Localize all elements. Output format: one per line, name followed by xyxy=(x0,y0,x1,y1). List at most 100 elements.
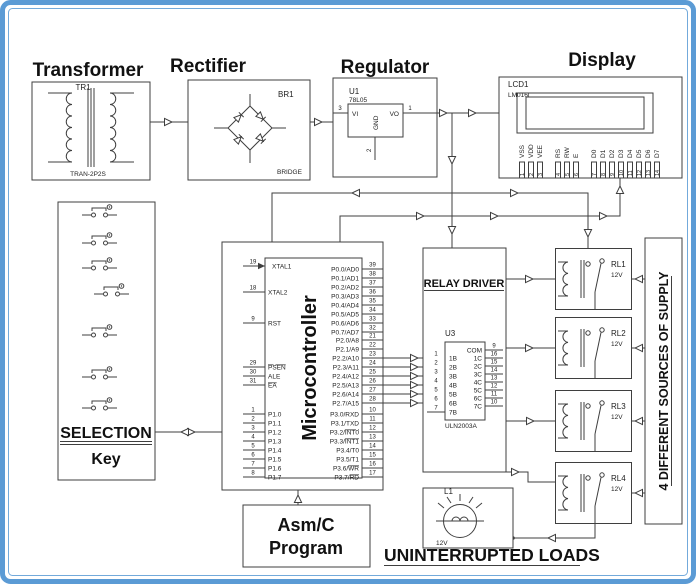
wire-mcu-rl1 xyxy=(271,192,589,248)
lcd-pin-number: 5 xyxy=(565,173,571,176)
lamp-ref: L1 xyxy=(444,487,453,496)
pin-label: 1B xyxy=(449,356,457,363)
pin-number: 27 xyxy=(369,388,376,394)
lcd-screen-inner xyxy=(525,96,645,130)
pin-label: P2.4/A12 xyxy=(332,374,359,381)
pin-label: 1C xyxy=(474,356,483,363)
lcd-pin-number: 6 xyxy=(574,173,580,176)
pin-number: 1 xyxy=(434,352,438,358)
microcontroller-block: Microcontroller 19 18 9 29 30 31 1 2 3 4… xyxy=(221,241,384,491)
relay-driver-box xyxy=(422,247,507,473)
uln-ref: U3 xyxy=(445,329,456,338)
lcd-box xyxy=(498,76,683,179)
regulator-pin-vi: VI xyxy=(352,111,358,118)
pin-number: 38 xyxy=(369,272,376,278)
asm-program-block: Asm/C Program xyxy=(242,504,371,568)
supply-box xyxy=(644,237,683,525)
rectifier-block: Rectifier BR1 BRIDGE xyxy=(170,56,311,181)
pin-number: 12 xyxy=(491,384,498,390)
pin-number: 11 xyxy=(491,392,498,398)
pin-label: P1.4 xyxy=(268,448,282,455)
microcontroller-right-pins: 39 38 37 36 35 34 33 32 21 22 23 24 25 2… xyxy=(330,263,383,482)
pin-label: ALE xyxy=(268,374,281,381)
pin-label: P1.2 xyxy=(268,430,282,437)
pin-number: 11 xyxy=(369,417,376,423)
display-title: Display xyxy=(568,50,636,71)
lcd-pin-label: D4 xyxy=(627,149,634,158)
pin-label: 5B xyxy=(449,392,457,399)
relay-voltage: 12V xyxy=(611,272,623,279)
pin-label: P2.2/A10 xyxy=(332,356,359,363)
pin-label: 5C xyxy=(474,388,483,395)
pin-number: 29 xyxy=(250,361,257,367)
lcd-pin-label: D5 xyxy=(636,149,643,158)
pin-number: 9 xyxy=(251,317,255,323)
pin-number: 4 xyxy=(251,435,255,441)
lcd-pin-label: RS xyxy=(555,148,562,158)
pin-number: 15 xyxy=(491,360,498,366)
pin-label: P2.6/A14 xyxy=(332,392,359,399)
microcontroller-left-pins: 19 18 9 29 30 31 1 2 3 4 5 6 7 8 XTAL1 X… xyxy=(243,260,292,482)
rectifier-ref: BR1 xyxy=(278,90,294,99)
lcd-pin-number: 10 xyxy=(619,170,625,176)
pin-label: P2.1/A9 xyxy=(336,347,360,354)
pin-label: P2.5/A13 xyxy=(332,383,359,390)
lcd-pin-label: D3 xyxy=(618,149,625,158)
pin-label: P3.6/WR xyxy=(333,466,359,473)
pin-label: P3.2/INT0 xyxy=(330,430,360,437)
supply-label: 4 DIFFERENT SOURCES OF SUPPLY xyxy=(657,271,671,491)
pin-label: 3B xyxy=(449,374,457,381)
uln-pins: 1 2 3 4 5 6 7 1B 2B 3B 4B 5B 6B 7B 9 16 … xyxy=(427,344,503,417)
pin-number: 31 xyxy=(250,379,257,385)
wire-rl4-lamp xyxy=(513,524,596,539)
regulator-part: 78L05 xyxy=(349,97,367,104)
pin-label: P3.4/T0 xyxy=(336,448,359,455)
key-label: Key xyxy=(91,451,120,468)
lcd-pin-label: VEE xyxy=(537,144,544,158)
relay-ref: RL1 xyxy=(611,260,626,269)
lcd-pins: VSS VDD VEE RS RW E D0 D1 D2 D3 D4 D5 D6… xyxy=(519,144,661,179)
transformer-symbol xyxy=(48,88,134,167)
asm-program-box xyxy=(242,504,371,568)
relay-ref: RL2 xyxy=(611,329,626,338)
pin-number: 37 xyxy=(369,281,376,287)
pin-label: 2B xyxy=(449,365,457,372)
pin-label: P3.1/TXD xyxy=(331,421,359,428)
pin-number: 10 xyxy=(369,408,376,414)
rectifier-part: BRIDGE xyxy=(277,169,303,176)
lcd-part: LM016L xyxy=(508,92,532,99)
pin-label: P1.5 xyxy=(268,457,282,464)
uln-part: ULN2003A xyxy=(445,423,477,430)
relay-driver-title: RELAY DRIVER xyxy=(424,278,505,290)
lcd-pin-label: VDD xyxy=(528,144,535,158)
pin-label: 6C xyxy=(474,396,483,403)
pin-label: P0.6/AD6 xyxy=(331,321,359,328)
pin-label: P1.0 xyxy=(268,412,282,419)
pin-number: 14 xyxy=(369,444,376,450)
pin-number: 16 xyxy=(491,352,498,358)
pin-label: PSEN xyxy=(268,365,286,372)
relay-symbol xyxy=(555,248,632,310)
regulator-pin2-num: 2 xyxy=(367,148,373,152)
pin-label: P2.0/A8 xyxy=(336,338,360,345)
pin-label: P2.7/A15 xyxy=(332,401,359,408)
pin-number: 14 xyxy=(491,368,498,374)
pin-number: 3 xyxy=(434,370,438,376)
pin-number: 34 xyxy=(369,308,376,314)
pin-number: 1 xyxy=(251,408,255,414)
microcontroller-outer-box xyxy=(221,241,384,491)
transformer-title: Transformer xyxy=(33,60,144,81)
selection-label: SELECTION xyxy=(60,425,152,442)
pin-number: 6 xyxy=(251,453,255,459)
pin-number: 15 xyxy=(369,453,376,459)
pin-label: EA xyxy=(268,383,277,390)
pin-label: 7B xyxy=(449,410,457,417)
lcd-pin-number: 13 xyxy=(646,170,652,176)
lcd-pin-number: 2 xyxy=(529,173,535,176)
pin-number: 35 xyxy=(369,299,376,305)
regulator-title: Regulator xyxy=(341,57,430,78)
lcd-pin-label: D7 xyxy=(654,149,661,158)
pin-label: 6B xyxy=(449,401,457,408)
regulator-pin-vo: VO xyxy=(390,111,399,118)
pin-number: 19 xyxy=(250,260,257,266)
